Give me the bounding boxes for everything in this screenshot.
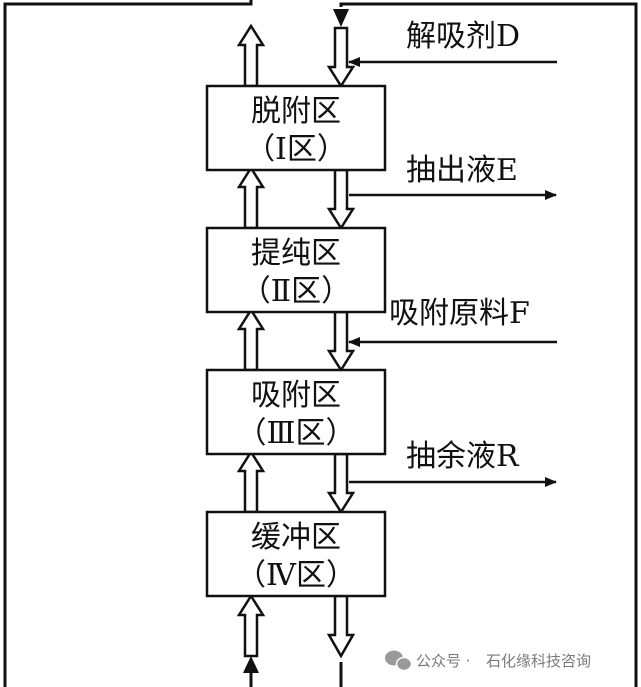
up-arrow-3 xyxy=(236,307,266,372)
zone-3-box xyxy=(205,368,387,456)
up-arrow-4 xyxy=(236,449,266,514)
zone-1-name: 脱附区 xyxy=(251,94,341,129)
watermark: 公众号 · 石化缘科技咨询 xyxy=(385,650,591,672)
down-arrow-3 xyxy=(326,310,356,373)
zone-1-box xyxy=(205,84,387,172)
zone-2-name: 提纯区 xyxy=(251,236,341,271)
desorbent-label: 解吸剂D xyxy=(406,19,520,54)
zone-3-name: 吸附区 xyxy=(251,378,341,413)
recycle-line-left xyxy=(3,0,253,687)
recycle-line-right xyxy=(339,2,638,687)
raffinate-label: 抽余液R xyxy=(406,439,520,474)
recycle-arrowhead-top xyxy=(333,9,349,27)
liquid-flow-arrows xyxy=(326,26,356,659)
zone-4-box xyxy=(205,510,387,598)
down-arrow-1 xyxy=(326,26,356,89)
down-arrow-2 xyxy=(326,168,356,231)
wechat-icon xyxy=(385,650,413,672)
down-arrow-5 xyxy=(326,594,356,659)
zone-4-label: （Ⅳ区） xyxy=(236,558,356,593)
solid-flow-arrows xyxy=(236,23,266,658)
zone-2-label: （Ⅱ区） xyxy=(241,274,351,309)
recycle-loop xyxy=(3,0,638,687)
up-arrow-2 xyxy=(236,165,266,230)
up-arrow-1 xyxy=(236,23,266,88)
zone-2-box xyxy=(205,226,387,314)
up-arrow-5 xyxy=(236,593,266,658)
feed-label: 吸附原料F xyxy=(389,296,530,331)
zone-1-label: （Ⅰ区） xyxy=(245,132,347,167)
down-arrow-4 xyxy=(326,452,356,515)
zone-3-label: （Ⅲ区） xyxy=(237,416,356,451)
recycle-arrowhead-bottom xyxy=(243,656,259,673)
zone-4-name: 缓冲区 xyxy=(251,520,341,555)
watermark-prefix: 公众号 · xyxy=(416,652,471,670)
extract-label: 抽出液E xyxy=(406,153,518,188)
watermark-name: 石化缘科技咨询 xyxy=(486,652,591,670)
zone-boxes xyxy=(205,84,387,598)
